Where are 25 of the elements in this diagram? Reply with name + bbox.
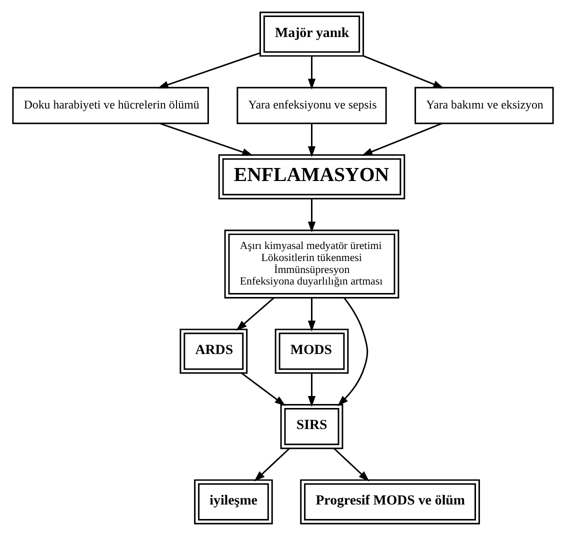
arrow (363, 55, 444, 88)
arrow (236, 297, 275, 331)
arrow (241, 372, 286, 406)
node-box: Yara bakımı ve eksizyon (414, 86, 554, 124)
arrow (157, 52, 260, 88)
node-box: ENFLAMASYON (218, 154, 406, 200)
arrow (362, 122, 442, 156)
arrow (159, 122, 254, 156)
node-box: Majör yanık (259, 12, 364, 57)
node-box: Progresif MODS ve ölüm (300, 479, 480, 524)
node-box: Yara enfeksiyonu ve sepsis (236, 86, 387, 124)
arrow (333, 448, 370, 482)
arrow (308, 298, 316, 332)
arrow (338, 297, 368, 406)
node-box: Doku harabiyeti ve hücrelerin ölümü (12, 86, 209, 124)
node-box: ARDS (180, 328, 248, 374)
arrow (308, 373, 316, 407)
node-box: SIRS (280, 404, 344, 450)
node-box: iyileşme (194, 479, 273, 524)
arrow (308, 56, 316, 90)
arrow (308, 198, 316, 233)
node-box: Aşırı kimyasal medyatör üretimi Lökositlerin tükenmesi İmmünsüpresyon Enfeksiyona duyarlılığın artması (224, 230, 400, 298)
node-box: MODS (274, 328, 349, 374)
arrow (308, 124, 316, 158)
arrow (254, 448, 290, 482)
